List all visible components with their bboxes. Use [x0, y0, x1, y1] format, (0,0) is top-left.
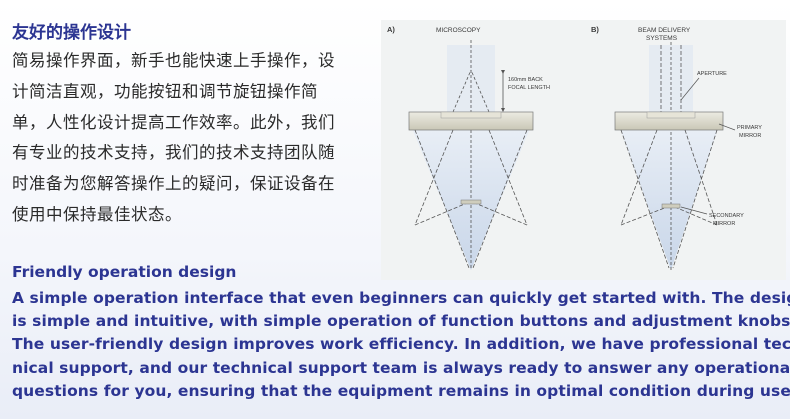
- dimension-label-2: FOCAL LENGTH: [508, 85, 550, 91]
- primary-leader: [718, 123, 736, 131]
- en-line: nical support, and our technical support…: [12, 358, 790, 377]
- en-line: is simple and intuitive, with simple ope…: [12, 312, 790, 331]
- en-line: questions for you, ensuring that the equ…: [12, 381, 790, 400]
- zh-line: 时准备为您解答操作上的疑问，保证设备在: [12, 174, 335, 194]
- zh-line: 简易操作界面，新手也能快速上手操作，设: [12, 51, 335, 70]
- aperture-label: APERTURE: [697, 71, 727, 77]
- mirror-top: [440, 111, 502, 119]
- zh-description: 简易操作界面，新手也能快速上手操作，设 计简洁直观，功能按钮和调节旋钮操作简 单…: [12, 46, 364, 231]
- panel-a-letter: A): [387, 25, 395, 34]
- ray: [452, 69, 472, 113]
- ray: [414, 202, 468, 226]
- zh-line: 有专业的技术支持，我们的技术支持团队随: [12, 143, 335, 163]
- secondary-label-2: MIRROR: [713, 221, 735, 227]
- zh-line: 单，人性化设计提高工作效率。此外，我们: [12, 112, 335, 132]
- secondary-leader: [680, 206, 708, 215]
- secondary-mirror-a: [460, 199, 482, 205]
- en-description: A simple operation interface that even b…: [12, 287, 790, 403]
- mirror-top: [646, 111, 696, 119]
- ray: [472, 129, 528, 269]
- ray: [474, 202, 528, 226]
- en-title: Friendly operation design: [12, 263, 237, 281]
- ray: [414, 129, 470, 269]
- ray: [470, 69, 490, 113]
- ray: [684, 129, 718, 226]
- primary-label-2: MIRROR: [739, 133, 761, 139]
- primary-label-1: PRIMARY: [737, 125, 762, 131]
- optics-diagram: A) MICROSCOPY 160mm BACK FOCAL LENGTH: [381, 20, 786, 280]
- ray: [620, 129, 658, 226]
- panel-a: A) MICROSCOPY 160mm BACK FOCAL LENGTH: [387, 25, 550, 270]
- en-line: A simple operation interface that even b…: [12, 289, 790, 307]
- zh-title: 友好的操作设计: [12, 23, 131, 43]
- secondary-mirror-b: [661, 203, 681, 209]
- beam-cone: [619, 126, 719, 270]
- optics-diagram-svg: A) MICROSCOPY 160mm BACK FOCAL LENGTH: [387, 25, 762, 270]
- ray: [672, 129, 718, 269]
- zh-line: 使用中保持最佳状态。: [12, 204, 182, 224]
- panel-b: B) BEAM DELIVERY SYSTEMS APERTURE PRIMAR…: [591, 25, 762, 270]
- ray: [674, 206, 718, 226]
- panel-b-title-1: BEAM DELIVERY: [638, 27, 691, 34]
- panel-b-title-2: SYSTEMS: [646, 35, 678, 42]
- en-line: The user-friendly design improves work e…: [12, 335, 790, 354]
- zh-line: 计简洁直观，功能按钮和调节旋钮操作简: [12, 81, 318, 101]
- secondary-label-1: SECONDARY: [709, 213, 744, 219]
- beam-cone: [411, 126, 531, 270]
- aperture-leader: [680, 77, 700, 101]
- dimension-label-1: 160mm BACK: [508, 77, 543, 83]
- panel-a-title: MICROSCOPY: [436, 27, 481, 34]
- ray: [488, 129, 528, 226]
- ray: [620, 129, 670, 269]
- ray: [620, 206, 668, 226]
- panel-b-letter: B): [591, 25, 599, 34]
- ray: [414, 129, 454, 226]
